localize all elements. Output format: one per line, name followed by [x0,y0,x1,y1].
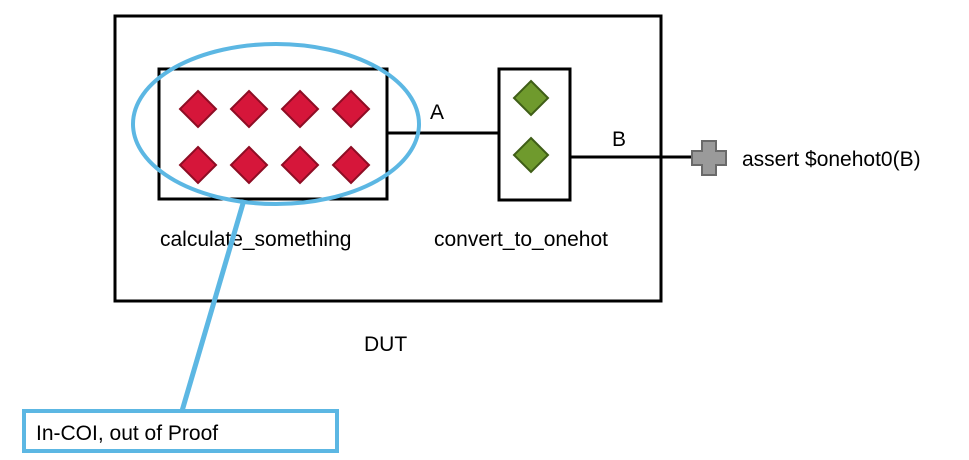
dut-label: DUT [364,333,407,356]
red-diamond-icon [331,145,371,185]
callout-leader-line [179,199,247,412]
signal-b-label: B [612,128,626,151]
red-diamond-icon [178,89,218,129]
green-diamond-icon [512,79,550,117]
convert-to-onehot-label: convert_to_onehot [434,228,608,251]
callout-box [22,409,339,453]
red-diamond-icon [280,89,320,129]
assertion-label: assert $onehot0(B) [742,148,921,171]
red-diamond-icon [229,145,269,185]
convert-to-onehot-diamonds [512,79,550,174]
plus-icon [691,140,727,176]
callout-ellipse [131,42,421,206]
red-diamond-icon [331,89,371,129]
calculate-something-label: calculate_something [160,228,351,251]
callout-label: In-COI, out of Proof [36,422,218,445]
red-diamond-icon [229,89,269,129]
signal-a-label: A [430,101,444,124]
red-diamond-icon [178,145,218,185]
green-diamond-icon [512,136,550,174]
red-diamond-icon [280,145,320,185]
calculate-something-diamonds [178,89,371,185]
